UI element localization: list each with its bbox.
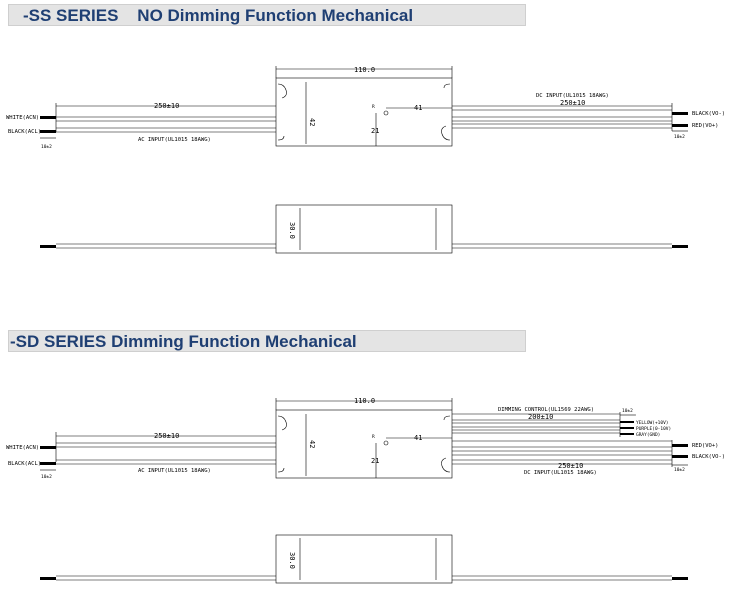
sd-red-vo-wire-tip [672, 444, 688, 447]
sd-black-vo-wire-tip [672, 455, 688, 458]
ss-top-view-drawing: 110.0 42 250±10 250±10 41 21 R 10±2 10±2… [6, 66, 725, 150]
ss-hole-r: R [372, 104, 375, 110]
sd-white-acn-label: WHITE(ACN) [6, 445, 39, 451]
sd-gray-label: GRAY(GND) [636, 432, 660, 438]
sd-strip-left: 10±2 [41, 474, 52, 480]
sd-purple-label: PURPLE(0-10V) [636, 426, 671, 432]
sd-series-title: -SD SERIES Dimming Function Mechanical [10, 332, 357, 351]
ss-ac-lead-dim: 250±10 [154, 102, 179, 110]
ss-series-banner: -SS SERIES NO Dimming Function Mechanica… [8, 4, 526, 26]
ss-dc-input-label: DC INPUT(UL1015 18AWG) [536, 93, 609, 99]
ss-red-vo-label: RED(VO+) [692, 123, 719, 129]
sd-white-wire-tip [40, 446, 56, 449]
sd-length-dim: 110.0 [354, 397, 375, 405]
ss-black-vo-label: BLACK(VO-) [692, 111, 725, 117]
sd-red-vo-label: RED(VO+) [692, 443, 719, 449]
sd-series-banner: -SD SERIES Dimming Function Mechanical [8, 330, 526, 352]
ss-red-vo-wire-tip [672, 124, 688, 127]
ss-hole-y-dim: 21 [371, 127, 379, 135]
sd-black-vo-label: BLACK(VO-) [692, 454, 725, 460]
sd-ac-input-label: AC INPUT(UL1015 18AWG) [138, 468, 211, 474]
sd-purple-wire-tip [620, 427, 634, 429]
sd-side-housing [275, 534, 453, 584]
sd-height-dim: 42 [308, 440, 316, 448]
sd-dc-input-label: DC INPUT(UL1015 18AWG) [524, 470, 597, 476]
sd-strip-right: 10±2 [674, 467, 685, 473]
sd-top-view-drawing: 110.0 42 250±10 200±10 250±10 41 21 R 10… [6, 397, 725, 480]
ss-dc-lead-dim: 250±10 [560, 99, 585, 107]
sd-housing-outline [275, 409, 453, 479]
sd-dim-control-label: DIMMING CONTROL(UL1569 22AWG) [498, 407, 594, 413]
ss-hole-x-dim: 41 [414, 104, 422, 112]
ss-black-wire-tip [40, 130, 56, 133]
sd-width-dim: 30.0 [288, 552, 296, 569]
ss-white-wire-tip [40, 116, 56, 119]
sd-hole-x-dim: 41 [414, 434, 422, 442]
sd-yellow-label: YELLOW(+10V) [636, 420, 669, 426]
sd-black-acl-label: BLACK(ACL) [8, 461, 41, 467]
sd-yellow-wire-tip [620, 421, 634, 423]
ss-height-dim: 42 [308, 118, 316, 126]
ss-width-dim: 30.0 [288, 222, 296, 239]
ss-side-housing [275, 204, 453, 254]
sd-gray-wire-tip [620, 433, 634, 435]
ss-white-acn-label: WHITE(ACN) [6, 115, 39, 121]
sd-black-wire-tip [40, 462, 56, 465]
ss-series-title: -SS SERIES NO Dimming Function Mechanica… [23, 6, 414, 25]
ss-black-acl-label: BLACK(ACL) [8, 129, 41, 135]
ss-housing-outline [275, 77, 453, 147]
ss-strip-left: 10±2 [41, 144, 52, 150]
ss-length-dim: 110.0 [354, 66, 375, 74]
ss-ac-input-label: AC INPUT(UL1015 18AWG) [138, 137, 211, 143]
ss-strip-right: 10±2 [674, 134, 685, 140]
ss-black-vo-wire-tip [672, 112, 688, 115]
sd-ac-lead-dim: 250±10 [154, 432, 179, 440]
sd-hole-y-dim: 21 [371, 457, 379, 465]
sd-side-view-drawing: 30.0 [40, 534, 688, 584]
sd-dim-lead-dim: 200±10 [528, 413, 553, 421]
sd-dc-lead-dim: 250±10 [558, 462, 583, 470]
sd-strip-dim: 10±2 [622, 408, 633, 414]
sd-hole-r: R [372, 434, 375, 440]
ss-side-view-drawing: 30.0 [40, 204, 688, 254]
